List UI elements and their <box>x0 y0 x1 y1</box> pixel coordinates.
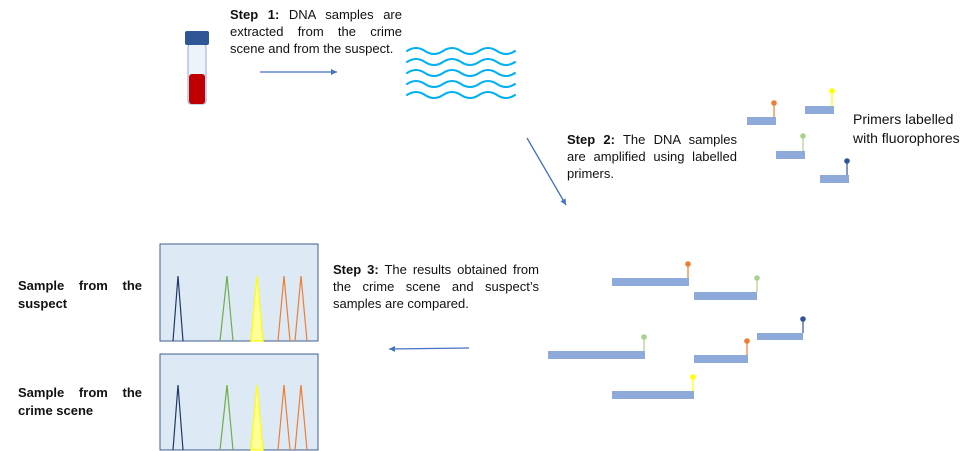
sample-suspect-line1: Sample from the <box>18 278 142 293</box>
peak-orange-1 <box>277 275 291 342</box>
blood-tube-icon <box>185 31 209 105</box>
amplified-product-orange-top <box>612 261 691 286</box>
step1-text: Step 1: DNA samples are extracted from t… <box>230 6 402 57</box>
peak-green <box>219 384 234 451</box>
primer-small-blue <box>820 158 850 183</box>
dna-strands-icon <box>406 47 516 99</box>
peak-orange-2 <box>294 384 308 451</box>
step3-text: Step 3: The results obtained from the cr… <box>333 261 539 312</box>
step1-label: Step 1: <box>230 7 280 22</box>
amplified-product-green-left <box>548 334 647 359</box>
peak-yellow <box>250 275 264 342</box>
sample-crime-line1: Sample from the <box>18 385 142 400</box>
electropherogram-crime-scene <box>159 353 319 451</box>
primers-label-line2: with fluorophores <box>853 130 960 146</box>
step3-label: Step 3: <box>333 262 379 277</box>
step1-description: DNA samples are extracted from the crime… <box>230 7 402 56</box>
amplified-product-yellow <box>612 374 696 399</box>
peak-navy <box>172 275 184 342</box>
peak-orange-2 <box>294 275 308 342</box>
primer-small-green <box>776 133 806 159</box>
peak-green <box>219 275 234 342</box>
primer-small-orange <box>747 100 777 125</box>
amplified-product-blue <box>757 316 806 340</box>
step2-text: Step 2: The DNA samples are amplified us… <box>567 131 737 182</box>
step2-description: The DNA samples are amplified using labe… <box>567 132 737 181</box>
arrow-step3 <box>388 345 470 352</box>
sample-suspect-line2: suspect <box>18 296 68 311</box>
amplified-product-green-top <box>694 275 760 300</box>
peak-orange-1 <box>277 384 291 451</box>
sample-suspect-label: Sample from the suspect <box>18 277 142 313</box>
arrow-step2 <box>526 137 567 206</box>
step2-label: Step 2: <box>567 132 615 147</box>
primer-small-yellow <box>805 88 835 114</box>
peak-yellow <box>250 384 264 451</box>
primers-label-line1: Primers labelled <box>853 111 954 127</box>
primers-label: Primers labelled with fluorophores <box>853 110 960 148</box>
step3-description: The results obtained from the crime scen… <box>333 262 539 311</box>
peak-navy <box>172 384 184 451</box>
electropherogram-suspect <box>159 243 319 342</box>
sample-crime-label: Sample from the crime scene <box>18 384 142 420</box>
sample-crime-line2: crime scene <box>18 403 94 418</box>
amplified-product-orange-bottom <box>694 338 750 363</box>
